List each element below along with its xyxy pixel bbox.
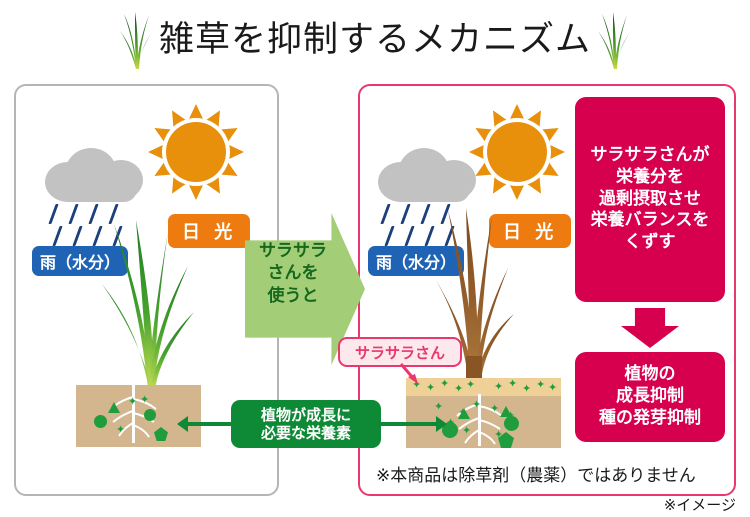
center-arrow-line: 使うと — [267, 285, 319, 306]
soil-block-right: ✦ ✦ ✦ ✦ ✦ ✦ ✦ ✦ ✦ ✦ ✦ ✦ ✦ ✦ ✦ ✦ ✦ ✦ — [406, 378, 561, 448]
nutrient-particle-icon: ✦ — [128, 396, 138, 408]
nutrient-callout-line: 植物が成長に — [260, 405, 351, 424]
nutrient-line-right — [376, 422, 436, 426]
nutrient-particle-icon: ✦ — [494, 429, 504, 441]
result-line: くずす — [624, 232, 676, 253]
nutrient-arrow-left — [177, 416, 188, 432]
nutrient-particle-icon: ✦ — [466, 379, 476, 391]
page-title: 雑草を抑制するメカニズム — [0, 8, 750, 72]
nutrient-particle-icon: ✦ — [140, 394, 150, 406]
root-system-icon — [110, 396, 157, 438]
result-line: 成長抑制 — [616, 386, 684, 407]
disclaimer-text: ※本商品は除草剤（農薬）ではありません — [376, 466, 696, 486]
nutrient-particle-icon: ✦ — [536, 379, 546, 391]
rain-badge: 雨（水分） — [32, 246, 129, 276]
nutrient-particle-icon: ✦ — [522, 383, 532, 395]
result-line: 栄養分を — [616, 166, 684, 187]
center-arrow-text: サラサラ さんを 使うと — [249, 240, 337, 307]
nutrient-particle-icon: ✦ — [462, 425, 472, 437]
nutrient-particle-icon: ✦ — [454, 383, 464, 395]
nutrient-callout: 植物が成長に 必要な栄養素 — [231, 400, 381, 448]
center-arrow-line: サラサラ — [259, 241, 327, 261]
grass-tuft-icon — [119, 12, 152, 69]
rain-cloud-icon — [45, 146, 149, 202]
image-note-text: ※イメージ — [663, 496, 736, 514]
nutrient-particle-icon: ✦ — [548, 382, 558, 394]
nutrient-callout-line: 必要な栄養素 — [260, 424, 351, 442]
sarasara-surface-layer — [406, 378, 561, 396]
nutrient-particle-icon: ✦ — [116, 424, 126, 436]
rain-badge: 雨（水分） — [368, 246, 465, 276]
nutrient-particle-icon — [504, 416, 519, 431]
grass-tuft-icon — [598, 12, 630, 69]
sarasara-label: サラサラさん — [338, 337, 462, 367]
sun-icon — [148, 104, 244, 200]
nutrient-particle-icon — [500, 406, 512, 417]
withered-plant-icon — [436, 208, 514, 384]
sunlight-badge: 日 光 — [489, 214, 572, 248]
center-arrow-line: さんを — [267, 263, 319, 284]
result-line: 種の発芽抑制 — [599, 407, 701, 428]
nutrient-particle-icon: ✦ — [434, 401, 444, 413]
nutrient-particle-icon — [144, 409, 156, 421]
nutrient-particle-icon: ✦ — [508, 378, 518, 390]
nutrient-particle-icon: ✦ — [426, 382, 436, 394]
nutrient-particle-icon — [154, 427, 168, 441]
nutrient-particle-icon — [94, 415, 107, 428]
nutrient-arrow-right — [436, 416, 447, 432]
title-text: 雑草を抑制するメカニズム — [158, 19, 591, 60]
sarasara-label-text: サラサラさん — [354, 343, 445, 362]
result-line: サラサラさんが — [590, 145, 710, 166]
nutrient-particle-icon — [458, 408, 470, 419]
rain-cloud-icon — [378, 146, 482, 202]
result-line: 過剰摂取させ — [599, 188, 701, 209]
sun-icon — [469, 104, 565, 200]
sarasara-pointer-arrow-icon — [399, 363, 418, 384]
result-box-suppression: 植物の 成長抑制 種の発芽抑制 — [575, 352, 725, 442]
nutrient-particle-icon: ✦ — [490, 403, 500, 415]
nutrient-line-left — [188, 422, 236, 426]
result-line: 植物の — [624, 364, 676, 385]
nutrient-particle-icon: ✦ — [494, 381, 504, 393]
nutrient-particle-icon — [108, 402, 120, 413]
nutrient-particle-icon: ✦ — [412, 379, 422, 391]
healthy-plant-icon — [102, 220, 194, 390]
result-line: 栄養バランスを — [590, 210, 710, 231]
nutrient-particle-icon: ✦ — [472, 399, 482, 411]
result-box-overdose: サラサラさんが 栄養分を 過剰摂取させ 栄養バランスを くずす — [575, 97, 725, 302]
nutrient-particle-icon: ✦ — [440, 378, 450, 390]
nutrient-particle-icon — [498, 432, 514, 448]
sunlight-badge: 日 光 — [168, 214, 251, 248]
